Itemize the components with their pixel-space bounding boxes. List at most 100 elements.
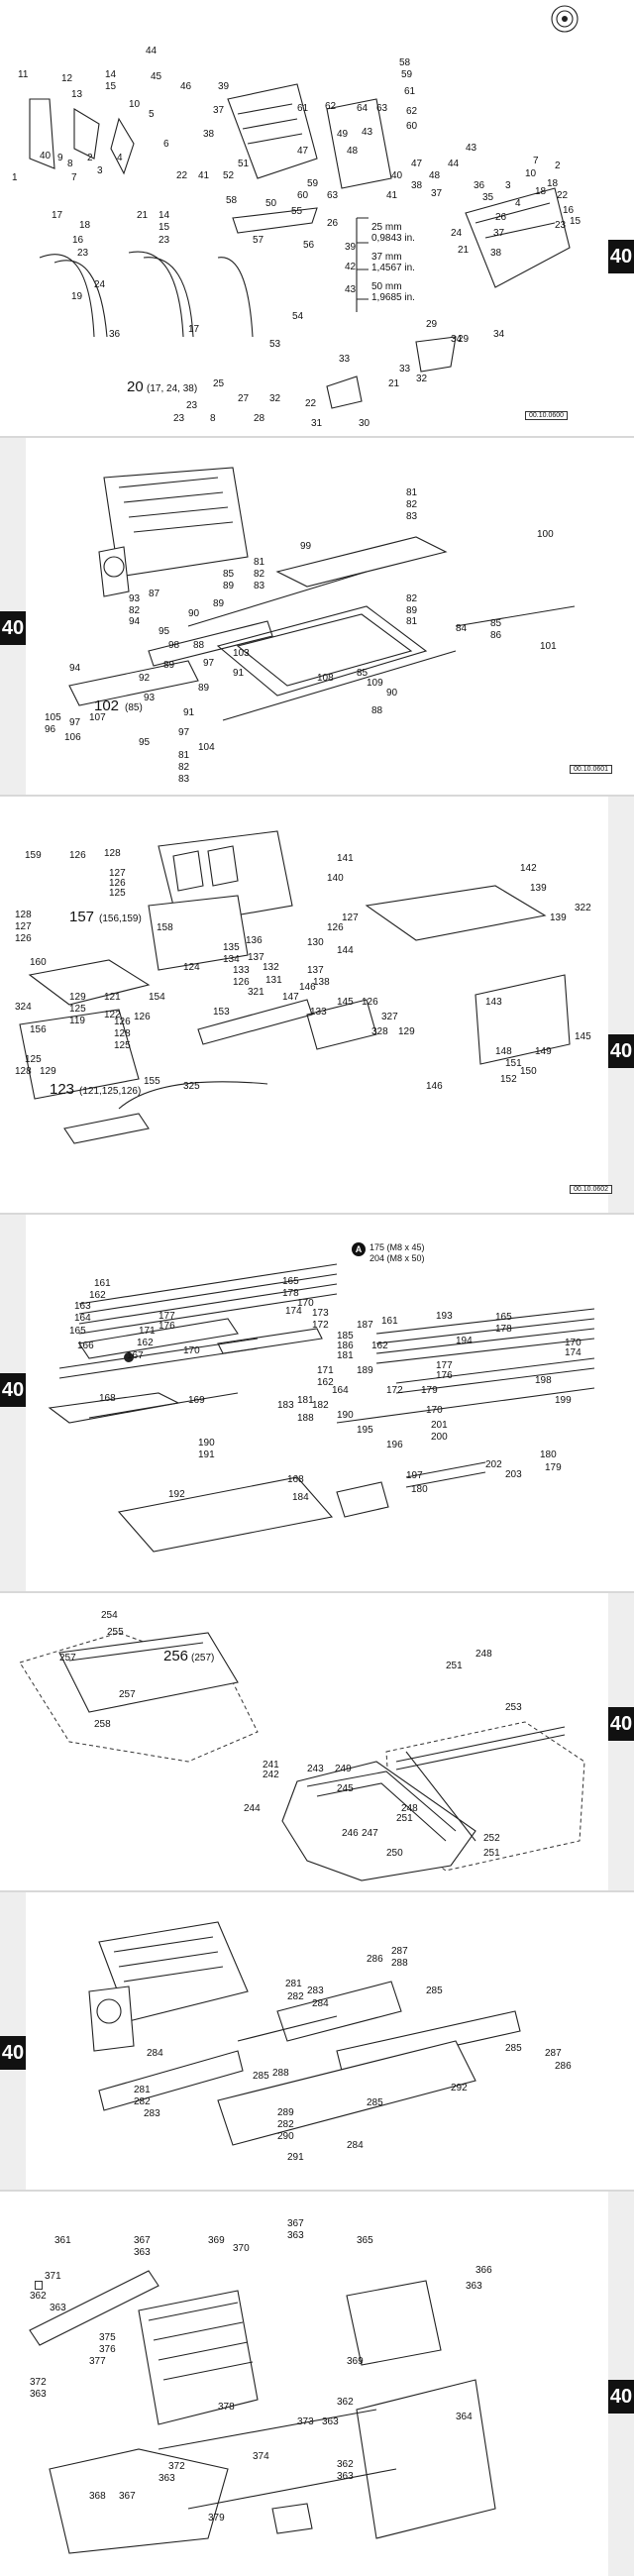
exploded-view-cooling-cover (29, 2270, 496, 2554)
svg-text:28: 28 (254, 413, 265, 424)
svg-text:126: 126 (134, 1012, 151, 1022)
svg-text:49: 49 (337, 129, 349, 140)
section-tab: 40 (608, 1034, 634, 1068)
svg-text:60: 60 (297, 190, 309, 201)
svg-text:144: 144 (337, 945, 354, 956)
svg-text:40: 40 (40, 151, 52, 161)
svg-text:60: 60 (406, 121, 418, 132)
svg-text:282: 282 (277, 2119, 294, 2130)
svg-text:35: 35 (482, 192, 494, 203)
svg-text:33: 33 (339, 354, 351, 365)
svg-text:22: 22 (557, 190, 569, 201)
svg-text:177: 177 (436, 1360, 453, 1371)
svg-text:373: 373 (297, 2416, 314, 2427)
svg-text:1: 1 (12, 172, 18, 183)
svg-text:132: 132 (263, 962, 279, 973)
svg-text:94: 94 (129, 616, 141, 627)
note-line-2: 204 (M8 x 50) (370, 1253, 425, 1263)
svg-text:24: 24 (94, 279, 106, 290)
exploded-view-intake-housing (29, 83, 571, 409)
svg-text:247: 247 (362, 1828, 378, 1839)
svg-text:85: 85 (223, 569, 235, 580)
svg-text:157: 157 (69, 909, 94, 925)
svg-text:363: 363 (50, 2303, 66, 2313)
svg-text:363: 363 (322, 2416, 339, 2427)
svg-text:97: 97 (203, 658, 215, 669)
svg-text:167: 167 (127, 1350, 144, 1361)
svg-text:188: 188 (297, 1413, 314, 1424)
svg-text:181: 181 (297, 1395, 314, 1406)
svg-text:43: 43 (362, 127, 373, 138)
svg-text:48: 48 (429, 170, 441, 181)
svg-text:249: 249 (335, 1764, 352, 1774)
svg-text:1,9685 in.: 1,9685 in. (371, 292, 415, 303)
svg-text:103: 103 (233, 648, 250, 659)
svg-text:328: 328 (371, 1026, 388, 1037)
svg-text:32: 32 (269, 393, 281, 404)
svg-text:321: 321 (248, 987, 264, 998)
svg-text:252: 252 (483, 1833, 500, 1844)
svg-text:149: 149 (535, 1046, 552, 1057)
svg-text:4: 4 (515, 198, 521, 209)
svg-text:41: 41 (386, 190, 398, 201)
svg-text:16: 16 (563, 205, 575, 216)
svg-text:286: 286 (367, 1954, 383, 1965)
svg-text:179: 179 (421, 1385, 438, 1396)
svg-text:46: 46 (180, 81, 192, 92)
svg-text:162: 162 (137, 1338, 154, 1348)
svg-text:192: 192 (168, 1489, 185, 1500)
svg-text:57: 57 (253, 235, 264, 246)
svg-text:190: 190 (337, 1410, 354, 1421)
svg-text:290: 290 (277, 2131, 294, 2142)
svg-text:100: 100 (537, 529, 554, 540)
svg-text:13: 13 (71, 89, 83, 100)
svg-text:172: 172 (386, 1385, 403, 1396)
svg-text:164: 164 (74, 1313, 91, 1324)
svg-text:145: 145 (575, 1031, 591, 1042)
svg-text:36: 36 (474, 180, 485, 191)
svg-text:(85): (85) (125, 702, 143, 713)
manufacturer-logo (551, 5, 579, 33)
svg-text:106: 106 (64, 732, 81, 743)
svg-text:139: 139 (550, 912, 567, 923)
svg-text:141: 141 (337, 853, 354, 864)
svg-text:47: 47 (297, 146, 309, 157)
section-tab: 40 (0, 2036, 26, 2070)
svg-text:123: 123 (50, 1081, 74, 1098)
svg-text:251: 251 (446, 1661, 463, 1671)
note-box: A 175 (M8 x 45) 204 (M8 x 50) (352, 1242, 510, 1274)
svg-text:374: 374 (253, 2451, 269, 2462)
svg-text:378: 378 (218, 2402, 235, 2413)
svg-text:196: 196 (386, 1440, 403, 1450)
svg-text:37 mm: 37 mm (371, 252, 402, 263)
svg-text:26: 26 (495, 212, 507, 223)
svg-text:97: 97 (178, 727, 190, 738)
svg-text:245: 245 (337, 1783, 354, 1794)
svg-text:44: 44 (146, 46, 158, 56)
svg-text:174: 174 (285, 1306, 302, 1317)
svg-text:289: 289 (277, 2107, 294, 2118)
svg-text:37: 37 (213, 105, 225, 116)
svg-text:158: 158 (157, 922, 173, 933)
drawing-reference: 00.10.0602 (570, 1185, 613, 1194)
svg-text:21: 21 (137, 210, 149, 221)
svg-text:129: 129 (40, 1066, 56, 1077)
svg-text:288: 288 (391, 1958, 408, 1969)
svg-text:201: 201 (431, 1420, 448, 1431)
svg-text:171: 171 (317, 1365, 334, 1376)
section-tab: 40 (608, 240, 634, 273)
svg-text:82: 82 (406, 593, 418, 604)
svg-text:26: 26 (327, 218, 339, 229)
svg-text:287: 287 (545, 2048, 562, 2059)
svg-text:6: 6 (163, 139, 169, 150)
svg-text:180: 180 (540, 1449, 557, 1460)
svg-text:133: 133 (233, 965, 250, 976)
svg-text:39: 39 (345, 242, 357, 253)
svg-text:63: 63 (376, 103, 388, 114)
svg-text:291: 291 (287, 2152, 304, 2163)
svg-text:19: 19 (71, 291, 83, 302)
